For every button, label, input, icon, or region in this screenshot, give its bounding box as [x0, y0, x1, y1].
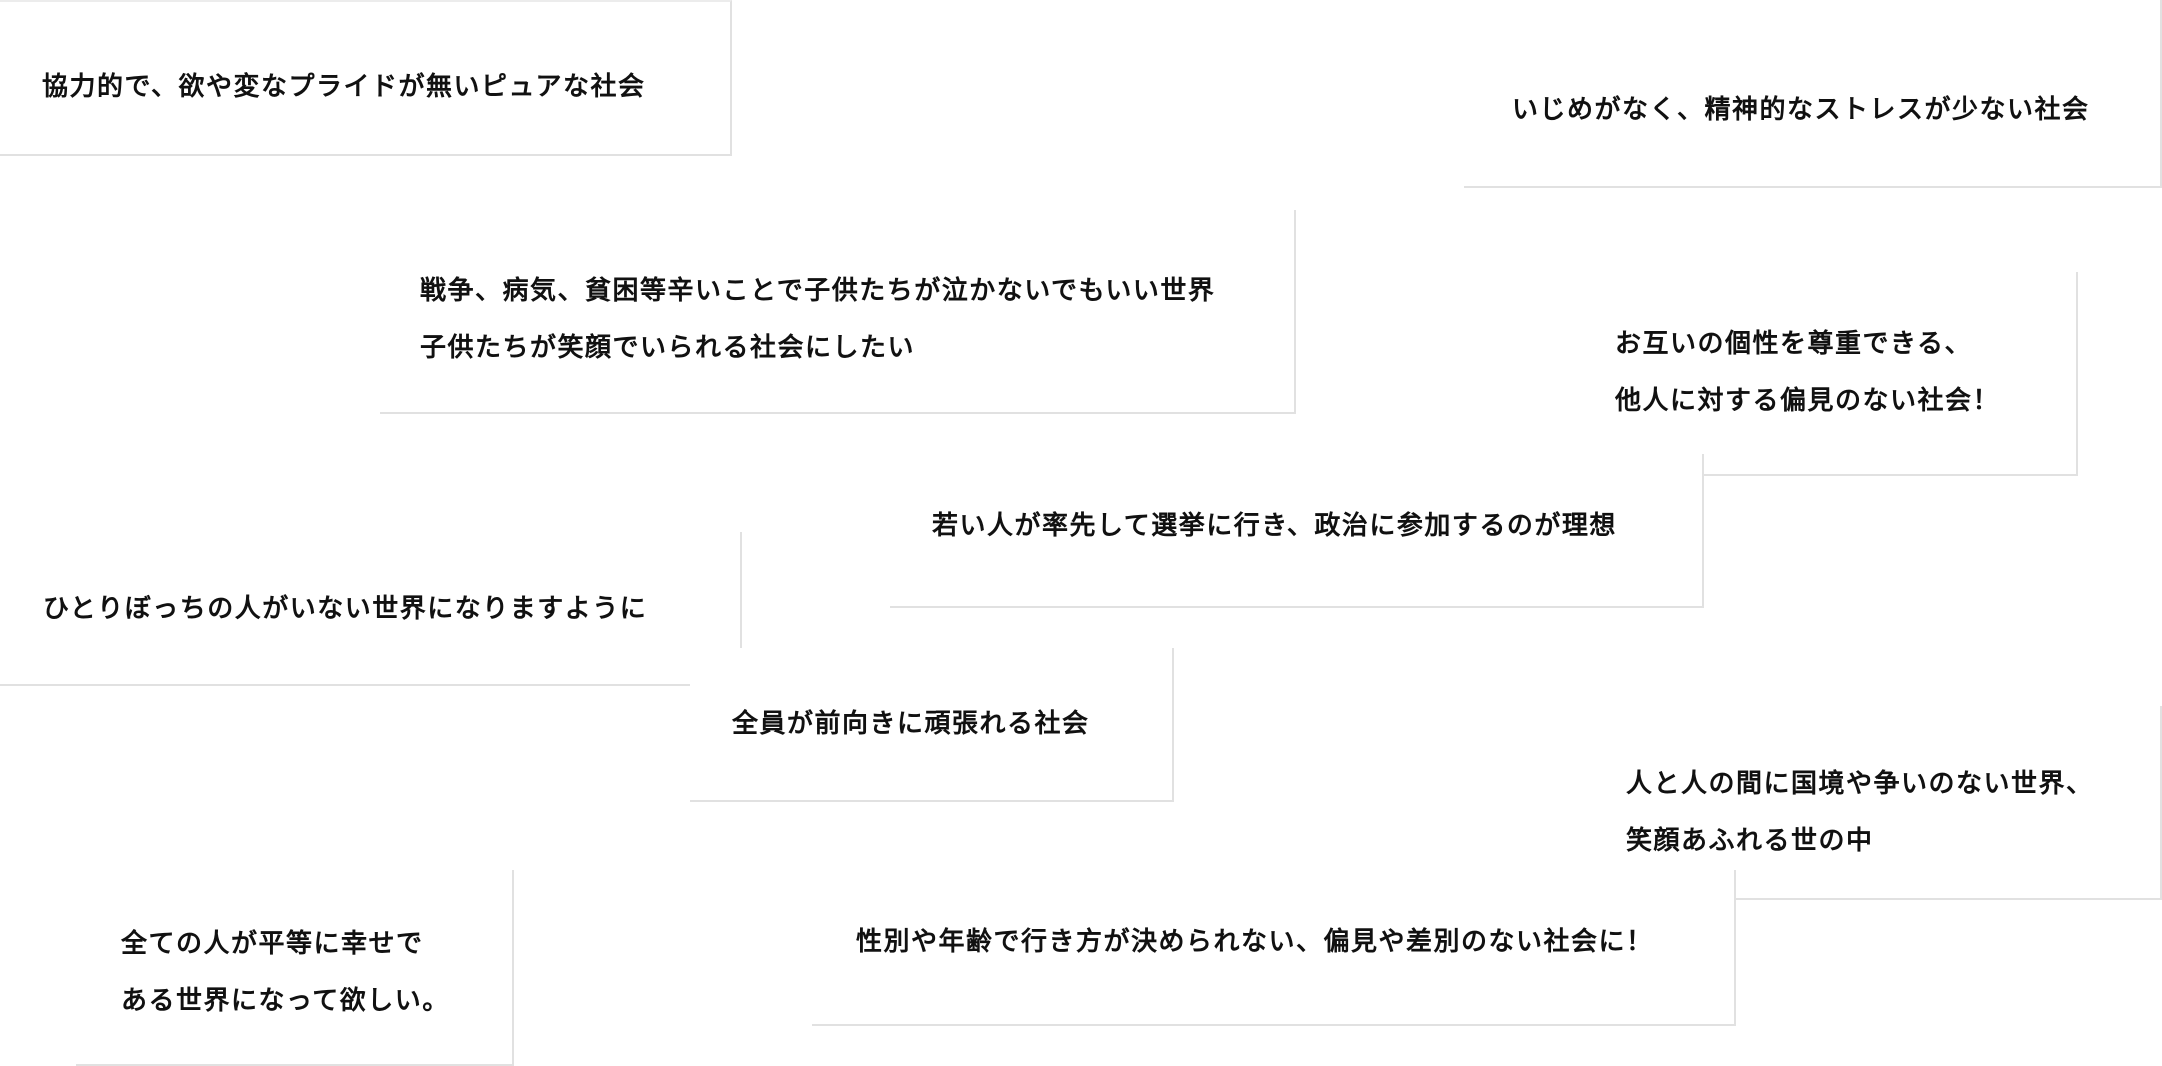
message-text: 子供たちが笑顔でいられる社会にしたい	[420, 333, 916, 363]
message-card: 協力的で、欲や変なプライドが無いピュアな社会	[0, 0, 732, 156]
message-text: 協力的で、欲や変なプライドが無いピュアな社会	[42, 72, 646, 102]
message-card: 戦争、病気、貧困等辛いことで子供たちが泣かないでもいい世界 子供たちが笑顔でいら…	[380, 210, 1296, 414]
message-text: 若い人が率先して選挙に行き、政治に参加するのが理想	[932, 511, 1617, 541]
message-card: 全員が前向きに頑張れる社会	[690, 648, 1174, 802]
message-text: 全ての人が平等に幸せで	[121, 929, 424, 959]
message-text: 他人に対する偏見のない社会！	[1615, 386, 2001, 416]
message-text: 性別や年齢で行き方が決められない、偏見や差別のない社会に！	[856, 927, 1654, 957]
message-text: ひとりぼっちの人がいない世界になりますように	[43, 594, 648, 624]
message-text: 笑顔あふれる世の中	[1626, 826, 1874, 856]
message-card: お互いの個性を尊重できる、 他人に対する偏見のない社会！	[1576, 272, 2078, 476]
message-card: 全ての人が平等に幸せで ある世界になって欲しい。	[76, 870, 514, 1066]
message-text: お互いの個性を尊重できる、	[1615, 329, 1972, 359]
message-card: 性別や年齢で行き方が決められない、偏見や差別のない社会に！	[812, 870, 1736, 1026]
message-text: ある世界になって欲しい。	[121, 986, 450, 1016]
message-text: いじめがなく、精神的なストレスが少ない社会	[1512, 95, 2090, 125]
message-text: 人と人の間に国境や争いのない世界、	[1626, 769, 2094, 799]
message-text: 戦争、病気、貧困等辛いことで子供たちが泣かないでもいい世界	[420, 276, 1216, 306]
message-card: ひとりぼっちの人がいない世界になりますように	[0, 532, 742, 686]
message-card: 若い人が率先して選挙に行き、政治に参加するのが理想	[890, 454, 1704, 608]
message-card: いじめがなく、精神的なストレスが少ない社会	[1464, 0, 2162, 188]
message-text: 全員が前向きに頑張れる社会	[732, 709, 1090, 739]
message-card: 人と人の間に国境や争いのない世界、 笑顔あふれる世の中	[1586, 706, 2162, 900]
